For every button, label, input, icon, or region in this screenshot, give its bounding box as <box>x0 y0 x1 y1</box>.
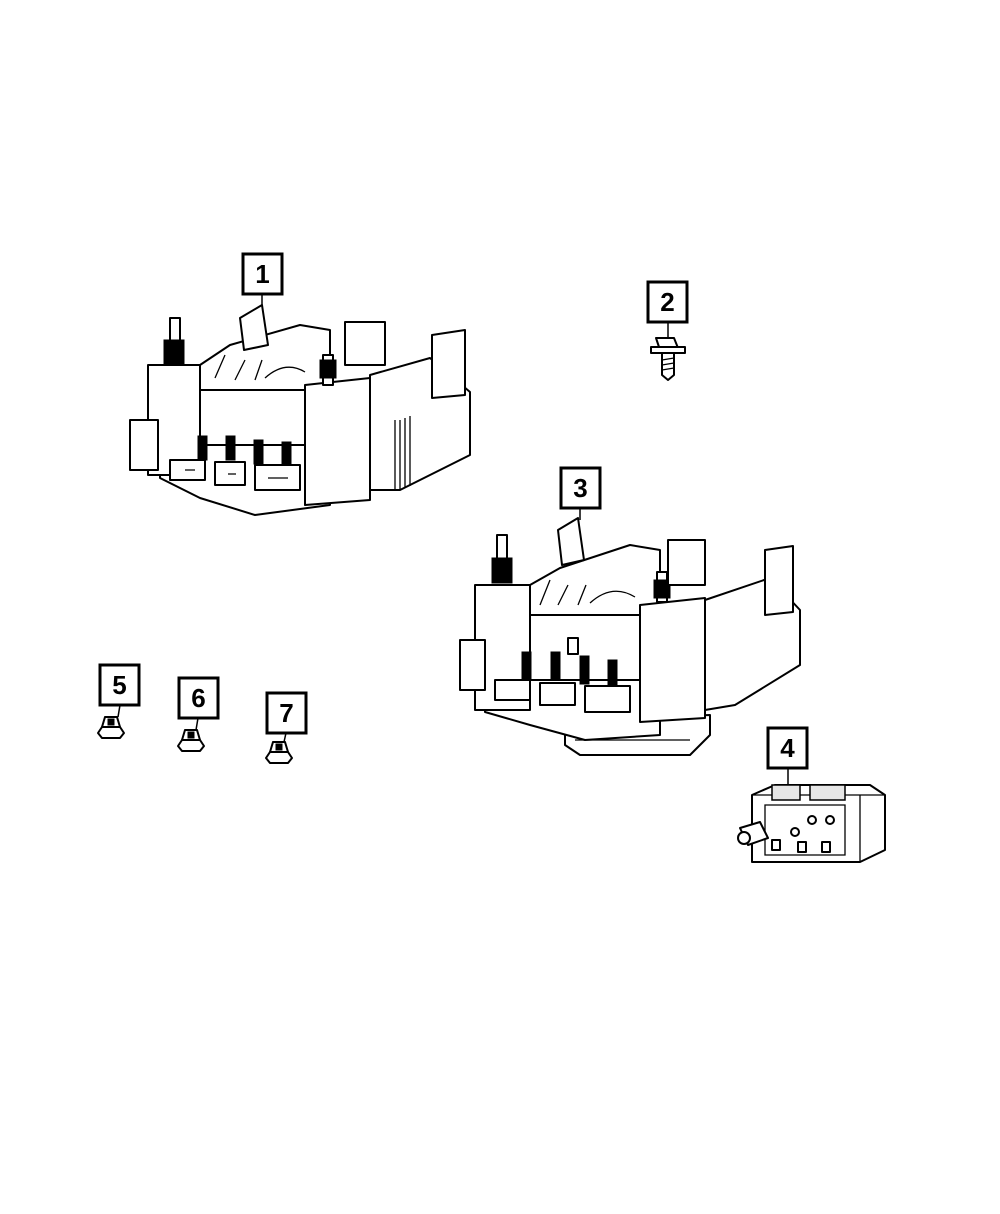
part-7-nut <box>265 741 293 764</box>
callout-5: 5 <box>98 663 141 718</box>
callout-4: 4 <box>766 726 809 785</box>
callout-3: 3 <box>559 466 602 520</box>
callout-6-label: 6 <box>191 683 205 713</box>
callout-7-label: 7 <box>279 698 293 728</box>
callout-7: 7 <box>265 691 308 743</box>
part-1-bracket <box>129 304 471 516</box>
part-6-nut <box>177 729 205 752</box>
callout-2-label: 2 <box>660 287 674 317</box>
callout-3-label: 3 <box>573 473 587 503</box>
callout-1: 1 <box>241 252 284 305</box>
callout-1-label: 1 <box>255 259 269 289</box>
callout-6: 6 <box>177 676 220 731</box>
part-3-bracket <box>459 517 801 756</box>
callout-2: 2 <box>646 280 689 338</box>
part-4-module <box>737 784 886 863</box>
part-2-bolt <box>650 337 686 381</box>
part-5-nut <box>97 716 125 739</box>
callout-4-label: 4 <box>780 733 795 763</box>
callout-5-label: 5 <box>112 670 126 700</box>
